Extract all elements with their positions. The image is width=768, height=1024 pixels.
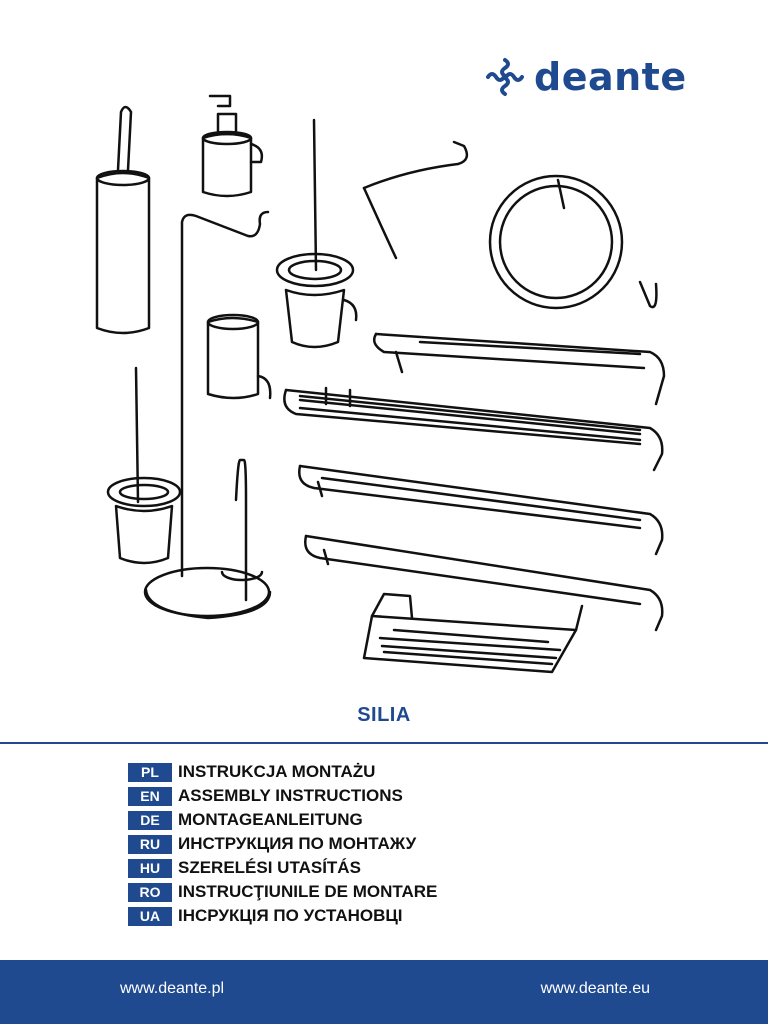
list-item: RU ИНСТРУКЦИЯ ПО МОНТАЖУ xyxy=(128,832,437,856)
website-link-eu[interactable]: www.deante.eu xyxy=(540,980,650,997)
language-instruction-title: ASSEMBLY INSTRUCTIONS xyxy=(178,786,403,805)
cup-holder-drawing xyxy=(206,313,272,400)
soap-dispenser-drawing xyxy=(201,94,264,198)
list-item: PL INSTRUKCJA MONTAŻU xyxy=(128,760,437,784)
language-list: PL INSTRUKCJA MONTAŻU EN ASSEMBLY INSTRU… xyxy=(128,760,437,928)
language-code-badge: DE xyxy=(128,810,172,830)
list-item: DE MONTAGEANLEITUNG xyxy=(128,808,437,832)
brand-logo: deante xyxy=(484,56,687,98)
footer-bar: www.deante.pl www.deante.eu xyxy=(0,960,768,1024)
list-item: HU SZERELÉSI UTASÍTÁS xyxy=(128,856,437,880)
list-item: RO INSTRUCŢIUNILE DE MONTARE xyxy=(128,880,437,904)
list-item: EN ASSEMBLY INSTRUCTIONS xyxy=(128,784,437,808)
language-instruction-title: MONTAGEANLEITUNG xyxy=(178,810,363,829)
language-instruction-title: INSTRUKCJA MONTAŻU xyxy=(178,762,376,781)
language-code-badge: EN xyxy=(128,786,172,806)
wall-brush-holder-drawing xyxy=(95,105,151,335)
language-instruction-title: INSTRUCŢIUNILE DE MONTARE xyxy=(178,882,438,901)
list-item: UA ІНСРУКЦІЯ ПО УСТАНОВЦІ xyxy=(128,904,437,928)
product-illustration xyxy=(95,94,666,674)
wall-toilet-brush-drawing xyxy=(275,118,358,349)
floor-toilet-brush-drawing xyxy=(106,366,182,565)
website-link-pl[interactable]: www.deante.pl xyxy=(120,980,225,997)
towel-bar-double-drawing xyxy=(298,464,664,556)
language-instruction-title: SZERELÉSI UTASÍTÁS xyxy=(178,858,361,877)
language-code-badge: RU xyxy=(128,834,172,854)
product-title: SILIA xyxy=(357,704,411,726)
towel-rack-drawing xyxy=(283,386,664,472)
single-hook-drawing xyxy=(638,280,658,309)
language-code-badge: PL xyxy=(128,762,172,782)
brand-name: deante xyxy=(534,55,687,99)
title-divider xyxy=(0,742,768,744)
towel-shelf-drawing xyxy=(373,332,666,406)
language-code-badge: RO xyxy=(128,882,172,902)
language-instruction-title: ИНСТРУКЦИЯ ПО МОНТАЖУ xyxy=(178,834,417,853)
deante-logo-icon xyxy=(486,58,524,96)
towel-bar-single-drawing xyxy=(304,534,664,632)
language-instruction-title: ІНСРУКЦІЯ ПО УСТАНОВЦІ xyxy=(178,906,403,925)
towel-hook-drawing xyxy=(362,140,469,260)
standing-paper-holder-drawing xyxy=(143,210,272,620)
language-code-badge: HU xyxy=(128,858,172,878)
language-code-badge: UA xyxy=(128,906,172,926)
shower-basket-drawing xyxy=(362,592,584,674)
towel-ring-drawing xyxy=(488,174,624,310)
